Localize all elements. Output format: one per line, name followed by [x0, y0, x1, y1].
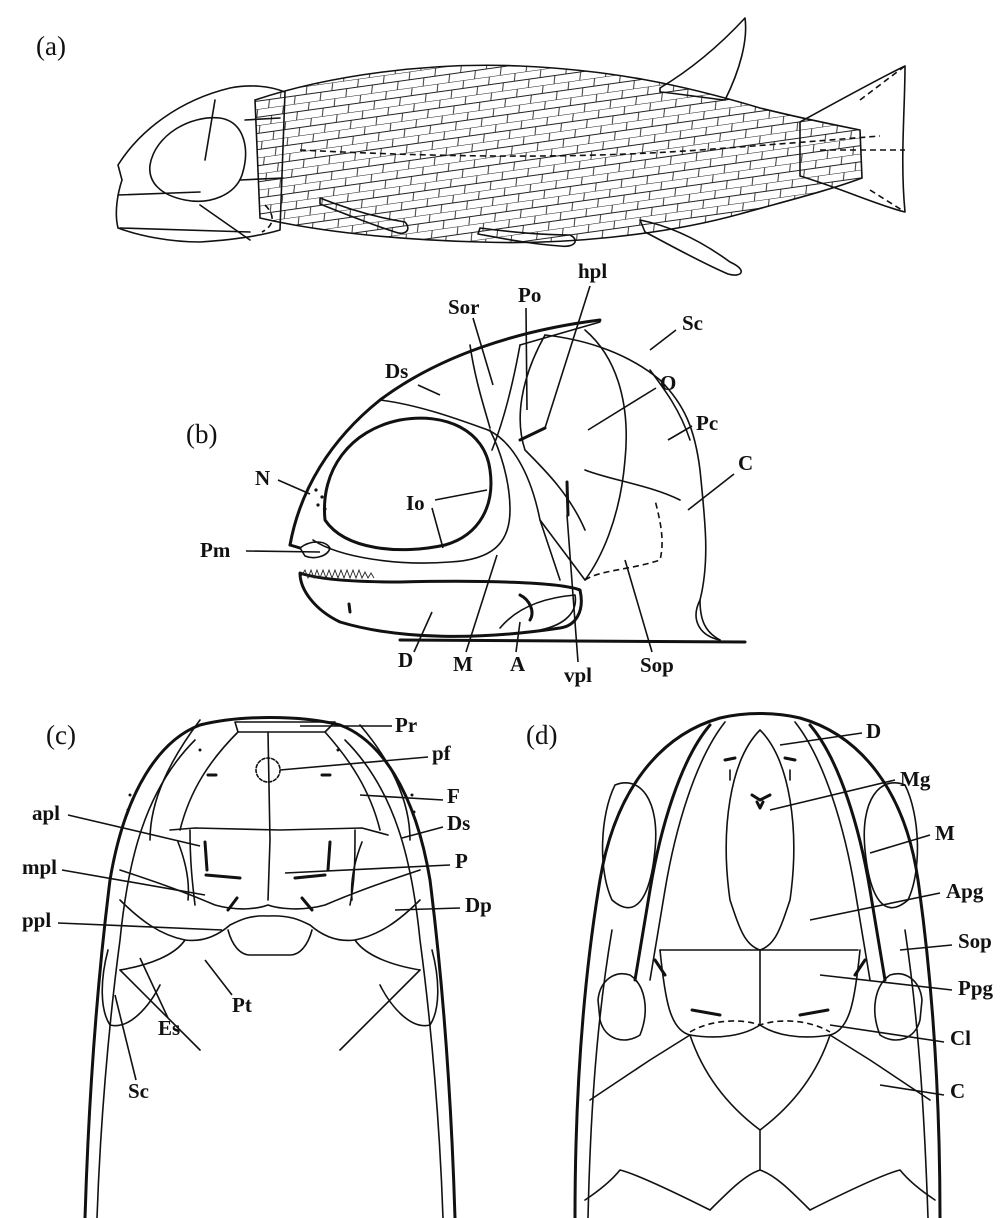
label-c-pf: pf [432, 741, 452, 765]
label-d-d: D [866, 719, 881, 743]
label-b-io: Io [406, 491, 425, 515]
label-c-ds: Ds [447, 811, 470, 835]
label-d-m: M [935, 821, 955, 845]
label-b-pm: Pm [200, 538, 231, 562]
label-b-pc: Pc [696, 411, 718, 435]
fish-lateral-drawing [116, 18, 905, 275]
label-c-f: F [447, 784, 460, 808]
label-b-c: C [738, 451, 753, 475]
label-b-sop: Sop [640, 653, 674, 677]
panel-label-b: (b) [186, 419, 217, 449]
label-d-apg: Apg [946, 879, 984, 903]
label-b-d: D [398, 648, 413, 672]
label-d-cl: Cl [950, 1026, 971, 1050]
label-d-sop: Sop [958, 929, 992, 953]
label-c-es: Es [158, 1016, 180, 1040]
label-c-pr: Pr [395, 713, 417, 737]
skull-dorsal-drawing [85, 718, 455, 1218]
panel-label-c: (c) [46, 720, 76, 750]
fish-body [255, 65, 862, 242]
label-c-sc: Sc [128, 1079, 149, 1103]
label-c-p: P [455, 849, 468, 873]
label-b-sor: Sor [448, 295, 480, 319]
label-c-mpl: mpl [22, 855, 57, 879]
label-b-a: A [510, 652, 526, 676]
label-c-ppl: ppl [22, 908, 51, 932]
label-b-vpl: vpl [564, 663, 592, 687]
label-b-n: N [255, 466, 270, 490]
label-b-ds: Ds [385, 359, 408, 383]
label-b-sc: Sc [682, 311, 703, 335]
label-c-apl: apl [32, 801, 60, 825]
label-b-po: Po [518, 283, 541, 307]
skull-lateral-drawing [290, 320, 745, 642]
skull-ventral-drawing [575, 714, 940, 1218]
label-c-pt: Pt [232, 993, 252, 1017]
label-d-ppg: Ppg [958, 976, 994, 1000]
labels-panel-b: Sor Po hpl Sc Ds O Pc N Io C Pm D M A vp… [200, 259, 753, 687]
panel-label-d: (d) [526, 720, 557, 750]
label-c-dp: Dp [465, 893, 492, 917]
label-d-mg: Mg [900, 767, 931, 791]
panel-label-a: (a) [36, 31, 66, 61]
label-b-m: M [453, 652, 473, 676]
label-b-hpl: hpl [578, 259, 607, 283]
label-d-c: C [950, 1079, 965, 1103]
label-b-o: O [660, 371, 676, 395]
